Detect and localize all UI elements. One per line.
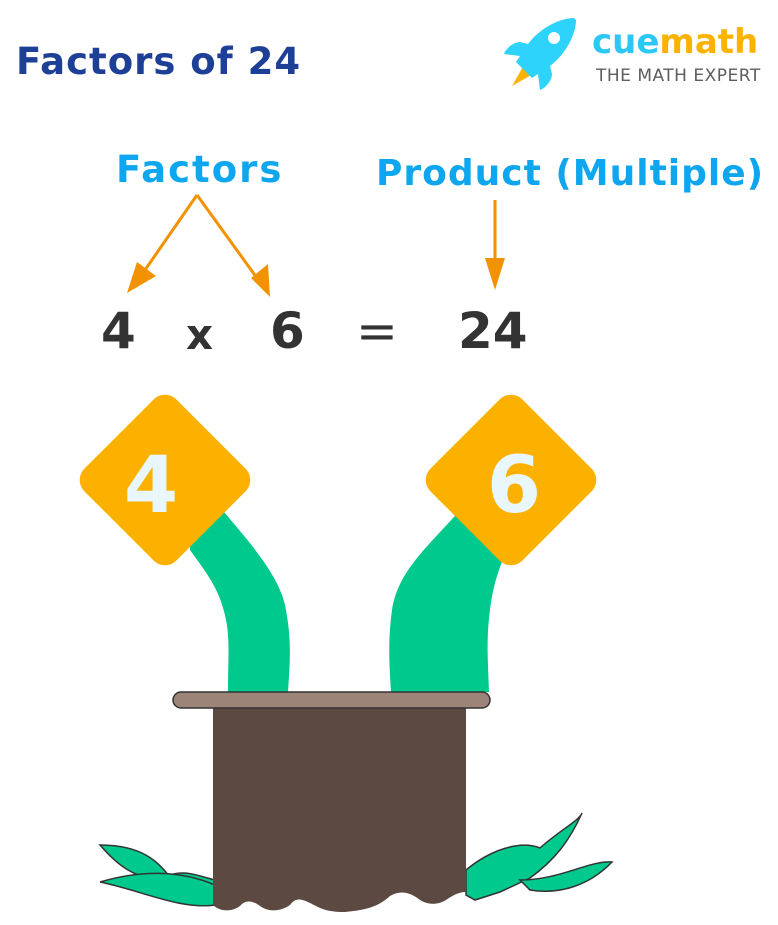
tile-number: 4 bbox=[124, 441, 178, 531]
equation-factor-b: 6 bbox=[270, 302, 305, 360]
left-stem bbox=[190, 512, 290, 692]
pot-rim bbox=[172, 691, 491, 709]
factors-arrows bbox=[143, 194, 497, 286]
arrow-to-factor-b bbox=[195, 194, 264, 286]
equation-operator: x bbox=[186, 310, 214, 359]
arrow-to-factor-a bbox=[143, 194, 199, 271]
brand-math: math bbox=[659, 22, 759, 62]
pot bbox=[213, 707, 466, 912]
factor-tile-6: 6 bbox=[425, 394, 597, 566]
arrowhead-icon bbox=[485, 258, 505, 290]
right-stem bbox=[389, 510, 522, 692]
factors-label: Factors bbox=[116, 148, 284, 191]
left-leaves bbox=[98, 844, 216, 907]
equation-equals: = bbox=[356, 302, 398, 360]
brand-tagline: THE MATH EXPERT bbox=[596, 66, 761, 86]
rocket-icon bbox=[504, 18, 576, 90]
brand-logo: cuemath bbox=[592, 22, 758, 62]
brand-cue: cue bbox=[592, 22, 660, 62]
arrowhead-icon bbox=[127, 262, 156, 293]
tile-number: 6 bbox=[487, 441, 541, 531]
right-leaves bbox=[465, 812, 614, 901]
equation-product: 24 bbox=[458, 302, 528, 360]
product-label: Product (Multiple) bbox=[376, 153, 765, 194]
equation-factor-a: 4 bbox=[101, 302, 136, 360]
factor-tile-4: 4 bbox=[79, 394, 251, 566]
page-title: Factors of 24 bbox=[16, 40, 302, 83]
arrowhead-icon bbox=[251, 264, 270, 297]
